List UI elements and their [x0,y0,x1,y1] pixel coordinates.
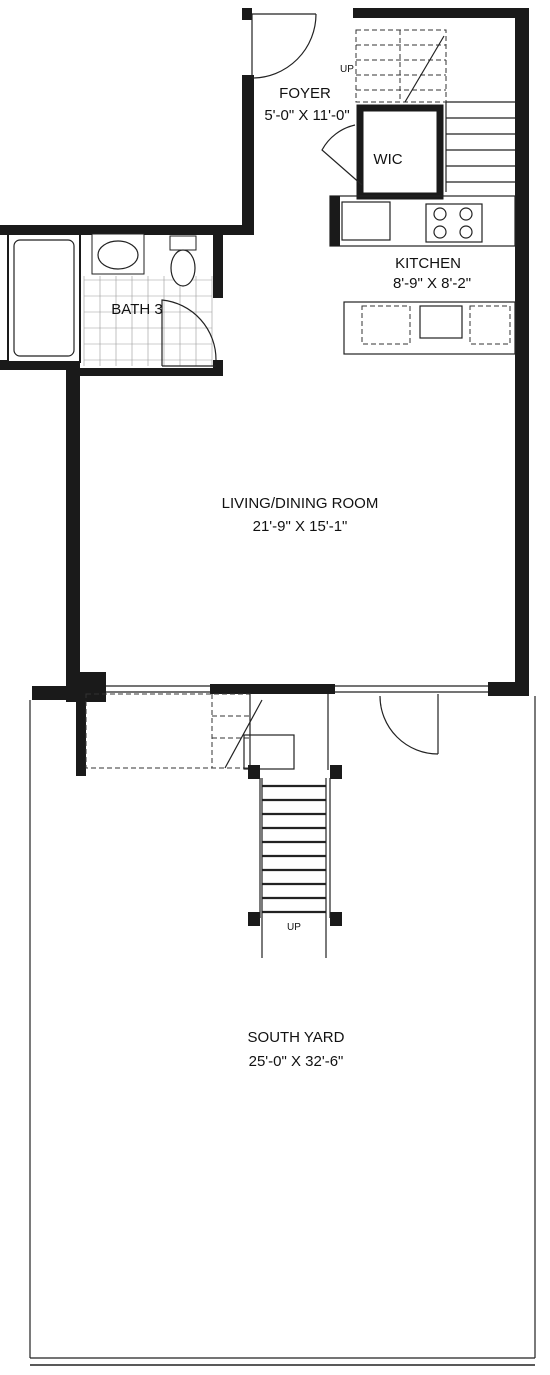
burner-icon [433,207,447,221]
burner-icon [459,225,473,239]
deck-landing [85,693,329,770]
yard-door [379,694,439,755]
window-wall [106,685,488,693]
kitchen-size: 8'-9" X 8'-2" [393,275,471,292]
exterior-stairs: UP [248,765,342,958]
exterior-walls [0,8,529,776]
yard-size: 25'-0" X 32'-6" [249,1053,344,1070]
foyer-size: 5'-0" X 11'-0" [264,107,349,124]
interior-stairs-up-label: UP [340,64,354,75]
exterior-stairs-up-label: UP [287,922,301,933]
kitchen-area: KITCHEN 8'-9" X 8'-2" [329,195,516,355]
sink-icon [419,305,463,339]
sink-icon [97,240,139,270]
burner-icon [459,207,473,221]
living-size: 21'-9" X 15'-1" [253,518,348,535]
toilet-icon [170,249,196,287]
wic-label: WIC [373,151,402,168]
entry-door [251,13,317,79]
kitchen-name: KITCHEN [395,255,461,272]
bath-name: BATH 3 [111,301,162,318]
south-yard: SOUTH YARD 25'-0" X 32'-6" [29,696,536,1366]
yard-name: SOUTH YARD [248,1029,345,1046]
burner-icon [433,225,447,239]
bath-area: BATH 3 [7,233,217,367]
foyer-name: FOYER [279,85,331,102]
interior-stairs: UP [340,29,515,192]
living-name: LIVING/DINING ROOM [222,495,379,512]
bathtub-icon [13,239,75,357]
